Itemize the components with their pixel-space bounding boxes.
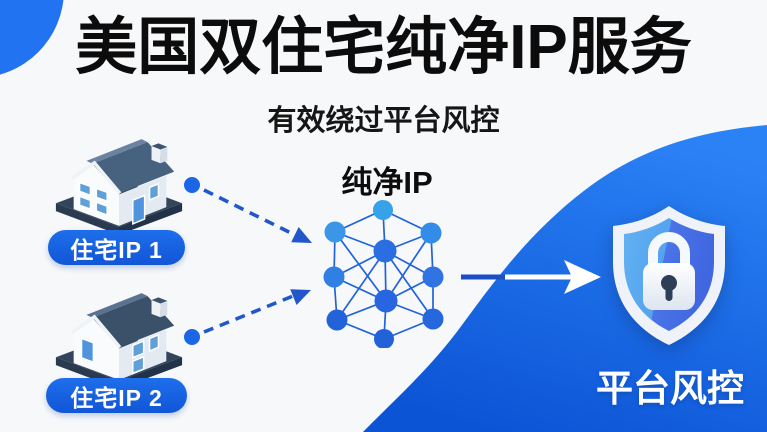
lock-keyhole <box>661 275 677 291</box>
lock-shackle <box>648 232 690 265</box>
poster-title: 美国双住宅纯净IP服务 <box>75 13 692 82</box>
dashed-arrow-2 <box>203 294 294 334</box>
shield-lock-icon <box>613 206 725 345</box>
house-1-icon <box>55 139 183 235</box>
arrow-1-start-dot <box>184 177 200 193</box>
dashed-arrow-1 <box>203 188 294 236</box>
arrow-2-start-dot <box>184 329 200 345</box>
residential-ip-2-badge: 住宅IP 2 <box>46 378 187 413</box>
network-nodes <box>323 200 444 348</box>
network-edges <box>333 209 434 340</box>
residential-ip-1-badge: 住宅IP 1 <box>48 230 185 265</box>
solid-arrow-head <box>564 260 601 294</box>
dashed-arrow-2-head <box>290 289 311 305</box>
poster-subtitle: 有效绕过平台风控 <box>267 105 500 137</box>
pure-ip-network-icon <box>323 200 444 348</box>
platform-risk-label: 平台风控 <box>596 368 744 409</box>
dashed-arrow-1-head <box>291 227 312 243</box>
lock-keyhole-stem <box>665 286 673 301</box>
pure-ip-label: 纯净IP <box>341 165 433 200</box>
